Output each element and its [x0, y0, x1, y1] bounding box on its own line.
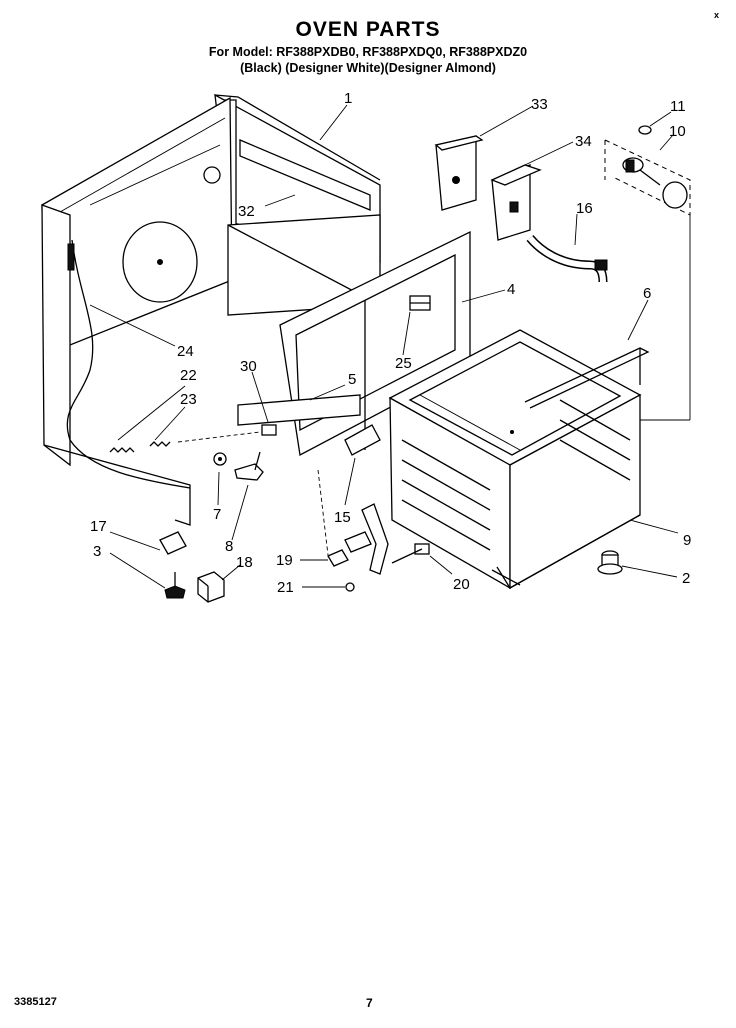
document-code: 3385127 — [14, 996, 57, 1008]
callout-1: 1 — [344, 90, 352, 107]
model-variants: (Black) (Designer White)(Designer Almond… — [240, 61, 496, 75]
callout-18: 18 — [236, 554, 253, 571]
lamp-assembly — [604, 125, 691, 421]
oven-cavity — [388, 329, 650, 590]
callout-5: 5 — [348, 371, 356, 388]
callout-4: 4 — [507, 281, 515, 298]
callout-8: 8 — [225, 538, 233, 555]
small-parts — [109, 295, 431, 603]
callout-24: 24 — [177, 343, 194, 360]
callout-22: 22 — [180, 367, 197, 384]
callout-9: 9 — [683, 532, 691, 549]
model-list: For Model: RF388PXDB0, RF388PXDQ0, RF388… — [208, 45, 528, 59]
part-33-bracket — [434, 135, 484, 211]
callout-33: 33 — [531, 96, 548, 113]
callout-20: 20 — [453, 576, 470, 593]
callout-11: 11 — [670, 98, 686, 115]
callout-30: 30 — [240, 358, 257, 375]
page-title: OVEN PARTS — [295, 18, 441, 41]
part-34-bracket — [490, 164, 542, 241]
callout-21: 21 — [277, 579, 294, 596]
part-16-hose — [526, 235, 608, 283]
callout-2: 2 — [682, 570, 690, 587]
callout-15: 15 — [334, 509, 351, 526]
callout-7: 7 — [213, 506, 221, 523]
callout-10: 10 — [669, 123, 686, 140]
callout-16: 16 — [576, 200, 593, 217]
callout-labels: 1 2 3 4 5 6 7 8 9 10 11 15 16 17 18 19 2… — [90, 90, 691, 596]
part-2-foot — [597, 550, 623, 575]
callout-17: 17 — [90, 518, 107, 535]
callout-32: 32 — [238, 203, 255, 220]
callout-3: 3 — [93, 543, 101, 560]
callout-34: 34 — [575, 133, 592, 150]
callout-6: 6 — [643, 285, 651, 302]
page-number: 7 — [366, 996, 373, 1010]
corner-mark: x — [714, 10, 720, 20]
leader-lines — [89, 104, 679, 589]
chassis-frame — [41, 93, 471, 526]
callout-25: 25 — [395, 355, 412, 372]
callout-23: 23 — [180, 391, 197, 408]
callout-19: 19 — [276, 552, 293, 569]
